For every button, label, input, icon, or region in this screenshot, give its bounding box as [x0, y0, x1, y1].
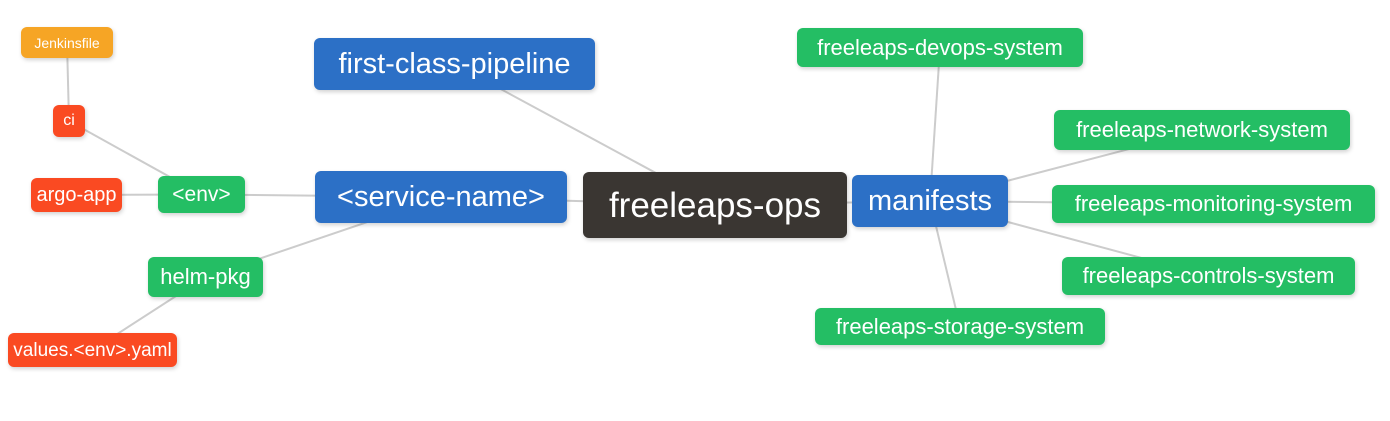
mindmap-node-label: manifests	[867, 184, 993, 217]
mindmap-node-label: first-class-pipeline	[338, 47, 571, 80]
mindmap-node-label: <service-name>	[337, 180, 545, 213]
mindmap-node-values-env-yaml[interactable]: values.<env>.yaml	[8, 333, 177, 367]
mindmap-node-ci[interactable]: ci	[53, 105, 85, 137]
mindmap-node-jenkinsfile[interactable]: Jenkinsfile	[21, 27, 113, 58]
mindmap-node-label: <env>	[172, 183, 231, 206]
mindmap-node-label: helm-pkg	[160, 264, 251, 289]
mindmap-node-label: ci	[63, 112, 75, 129]
mindmap-node-manifests[interactable]: manifests	[852, 175, 1008, 227]
mindmap-node-freeleaps-ops[interactable]: freeleaps-ops	[583, 172, 847, 238]
mindmap-node-label: Jenkinsfile	[34, 34, 100, 51]
mindmap-node-label: argo-app	[36, 184, 117, 206]
mindmap-node-label: freeleaps-devops-system	[817, 34, 1063, 60]
mindmap-node-label: freeleaps-network-system	[1076, 117, 1328, 142]
mindmap-node-monitoring-system[interactable]: freeleaps-monitoring-system	[1052, 185, 1375, 223]
mindmap-node-network-system[interactable]: freeleaps-network-system	[1054, 110, 1350, 150]
mindmap-node-label: freeleaps-controls-system	[1082, 263, 1335, 288]
mindmap-node-controls-system[interactable]: freeleaps-controls-system	[1062, 257, 1355, 295]
mindmap-node-helm-pkg[interactable]: helm-pkg	[148, 257, 263, 297]
mindmap-node-label: values.<env>.yaml	[13, 339, 172, 361]
mindmap-node-label: freeleaps-storage-system	[835, 313, 1085, 339]
mindmap-node-label: freeleaps-monitoring-system	[1074, 191, 1353, 216]
mindmap-node-argo-app[interactable]: argo-app	[31, 178, 122, 212]
mindmap-node-service-name[interactable]: <service-name>	[315, 171, 567, 223]
mindmap-node-storage-system[interactable]: freeleaps-storage-system	[815, 308, 1105, 345]
mindmap-node-devops-system[interactable]: freeleaps-devops-system	[797, 28, 1083, 67]
mindmap-node-env[interactable]: <env>	[158, 176, 245, 213]
mindmap-node-label: freeleaps-ops	[608, 185, 822, 225]
mindmap-node-first-class-pipeline[interactable]: first-class-pipeline	[314, 38, 595, 90]
